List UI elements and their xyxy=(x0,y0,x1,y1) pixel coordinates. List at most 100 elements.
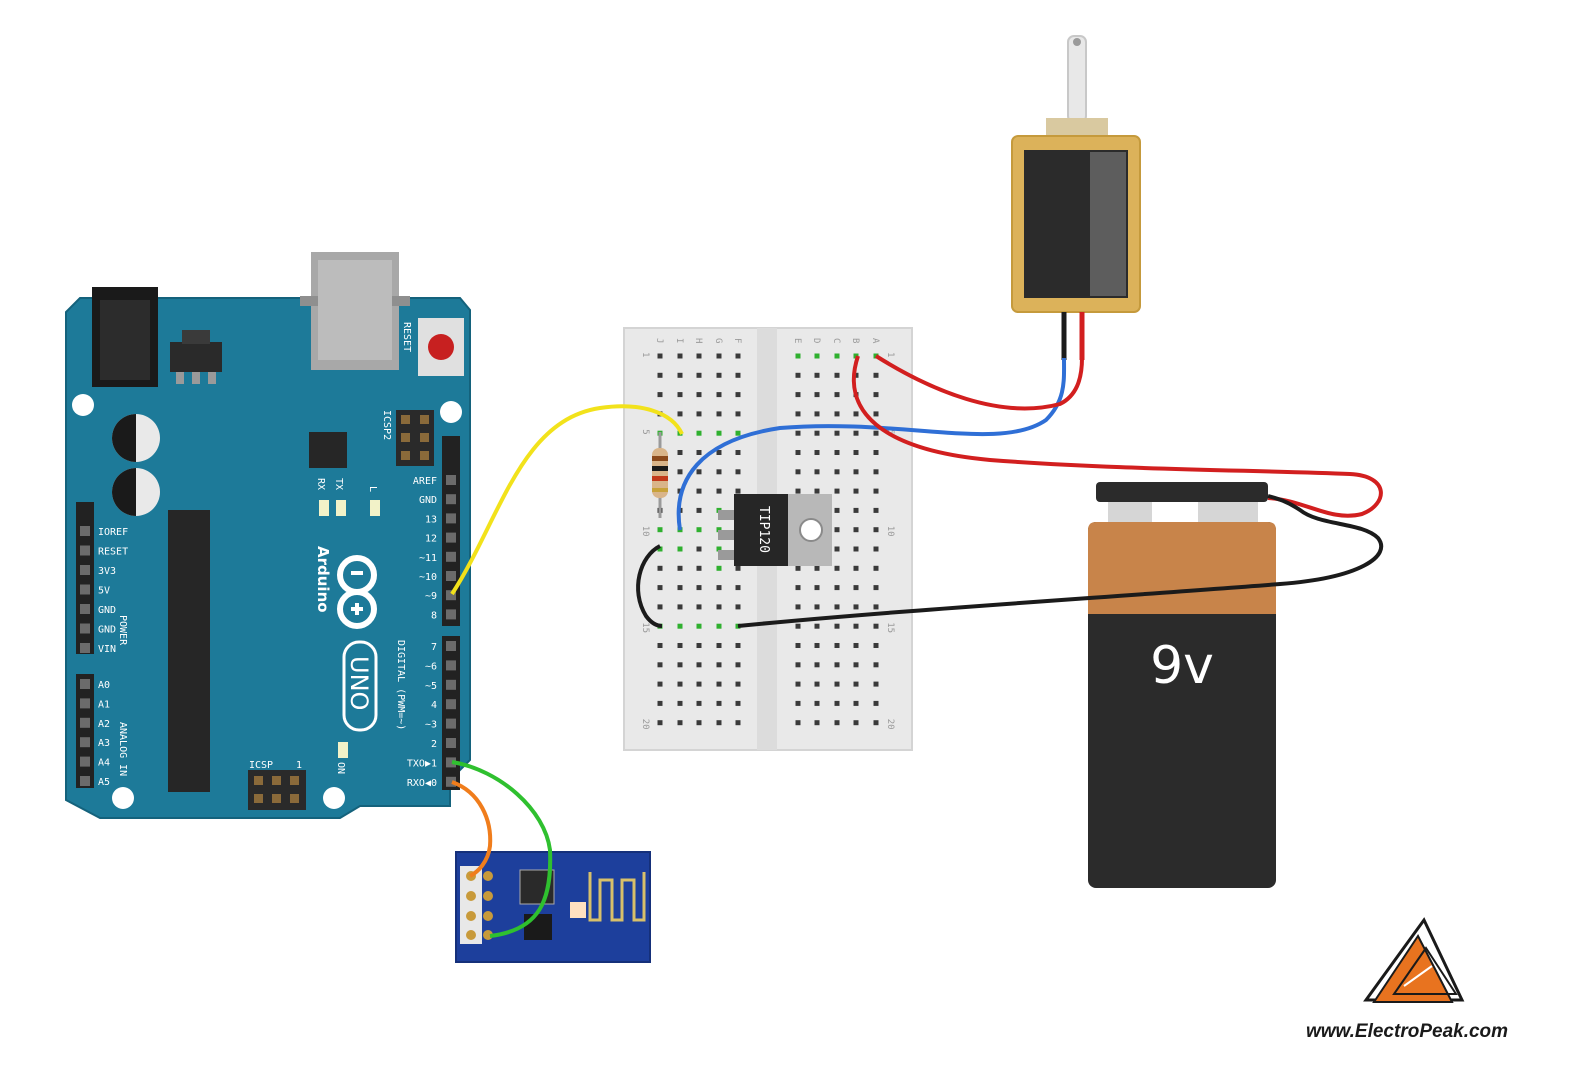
breadboard-hole xyxy=(677,546,683,552)
breadboard-hole xyxy=(853,450,859,455)
breadboard-column-number: 20 xyxy=(885,719,895,730)
breadboard-hole xyxy=(814,353,820,359)
pin-label: IOREF xyxy=(98,527,128,538)
on-led xyxy=(338,742,348,758)
rx-led-label: RX xyxy=(315,478,326,490)
mounting-hole xyxy=(112,787,134,809)
breadboard-hole xyxy=(677,411,683,417)
header-pin[interactable] xyxy=(80,623,90,634)
breadboard-hole xyxy=(696,681,702,687)
header-pin[interactable] xyxy=(446,699,456,710)
header-pin[interactable] xyxy=(80,717,90,728)
breadboard-hole xyxy=(834,469,840,475)
header-pin[interactable] xyxy=(446,590,456,601)
icsp2-header xyxy=(396,410,434,466)
pin-label: ~10 xyxy=(419,572,437,583)
breadboard-hole xyxy=(814,430,820,436)
breadboard-holes xyxy=(657,353,879,726)
breadboard-hole xyxy=(834,700,840,706)
header-pin[interactable] xyxy=(446,609,456,620)
header-pin[interactable] xyxy=(80,756,90,767)
breadboard-hole xyxy=(735,450,741,455)
header-pin[interactable] xyxy=(446,776,456,787)
pin-label: ~9 xyxy=(425,591,437,602)
header-pin[interactable] xyxy=(80,526,90,536)
breadboard-hole xyxy=(716,681,722,687)
pin-label: 13 xyxy=(425,514,437,525)
header-pin[interactable] xyxy=(446,571,456,581)
on-led-label: ON xyxy=(335,762,346,774)
breadboard-row-label: B xyxy=(850,338,860,343)
breadboard-hole xyxy=(814,585,820,591)
breadboard-hole xyxy=(853,372,859,378)
breadboard-hole xyxy=(873,720,879,726)
pin-label: GND xyxy=(419,495,437,506)
header-pin[interactable] xyxy=(446,738,456,748)
breadboard-hole xyxy=(795,700,801,706)
breadboard-column-number: 15 xyxy=(885,622,895,633)
mounting-hole xyxy=(323,787,345,809)
header-pin[interactable] xyxy=(446,757,456,768)
breadboard-hole xyxy=(853,411,859,417)
icsp-pin1-label: 1 xyxy=(296,760,302,771)
breadboard-hole xyxy=(873,488,879,494)
breadboard-hole xyxy=(795,604,801,610)
header-pin[interactable] xyxy=(80,643,90,653)
breadboard-hole xyxy=(716,372,722,378)
header-pin[interactable] xyxy=(80,545,90,556)
header-pin[interactable] xyxy=(80,584,90,595)
header-pin[interactable] xyxy=(446,641,456,651)
breadboard-hole xyxy=(873,681,879,687)
header-pin[interactable] xyxy=(80,679,90,689)
pin-label: ~3 xyxy=(425,720,437,731)
breadboard-hole xyxy=(677,700,683,706)
arduino-infinity-logo-icon xyxy=(337,555,377,629)
header-pin[interactable] xyxy=(80,698,90,709)
breadboard-hole xyxy=(677,392,683,398)
pin-label: A2 xyxy=(98,719,110,730)
breadboard-hole xyxy=(814,681,820,687)
header-pin[interactable] xyxy=(446,494,456,505)
breadboard-hole xyxy=(795,469,801,475)
header-pin[interactable] xyxy=(446,660,456,671)
reset-button-cap[interactable] xyxy=(428,334,454,360)
breadboard-hole xyxy=(873,411,879,417)
header-pin[interactable] xyxy=(446,718,456,729)
breadboard-hole xyxy=(873,565,879,571)
header-pin[interactable] xyxy=(446,679,456,690)
breadboard-hole xyxy=(735,488,741,494)
breadboard-hole xyxy=(834,585,840,591)
pin-label: 5V xyxy=(98,586,110,597)
header-pin[interactable] xyxy=(80,737,90,748)
l-led xyxy=(370,500,380,516)
header-pin[interactable] xyxy=(446,551,456,562)
breadboard-hole xyxy=(814,720,820,726)
breadboard-hole xyxy=(834,643,840,648)
voltage-regulator xyxy=(170,342,222,372)
breadboard-hole xyxy=(795,585,801,591)
breadboard-hole xyxy=(716,700,722,706)
wifi-antenna-trace-icon xyxy=(588,872,646,922)
breadboard-row-label: G xyxy=(713,338,723,343)
breadboard-hole xyxy=(853,469,859,475)
breadboard-hole xyxy=(696,392,702,398)
header-pin[interactable] xyxy=(446,532,456,543)
breadboard-hole xyxy=(657,681,663,687)
pin-label: 3V3 xyxy=(98,566,116,577)
breadboard-hole xyxy=(716,392,722,398)
header-pin[interactable] xyxy=(446,475,456,485)
breadboard-hole xyxy=(873,643,879,648)
header-pin[interactable] xyxy=(80,565,90,575)
header-pin[interactable] xyxy=(446,513,456,524)
breadboard-hole xyxy=(834,488,840,494)
breadboard-hole xyxy=(735,623,741,629)
breadboard-hole xyxy=(814,488,820,494)
breadboard-column-number: 1 xyxy=(640,352,650,357)
pin-label: A3 xyxy=(98,738,110,749)
breadboard-hole xyxy=(795,411,801,417)
breadboard-hole xyxy=(677,565,683,571)
header-pin[interactable] xyxy=(80,604,90,614)
pin-label: A0 xyxy=(98,680,110,691)
header-pin[interactable] xyxy=(80,776,90,786)
breadboard-hole xyxy=(677,372,683,378)
